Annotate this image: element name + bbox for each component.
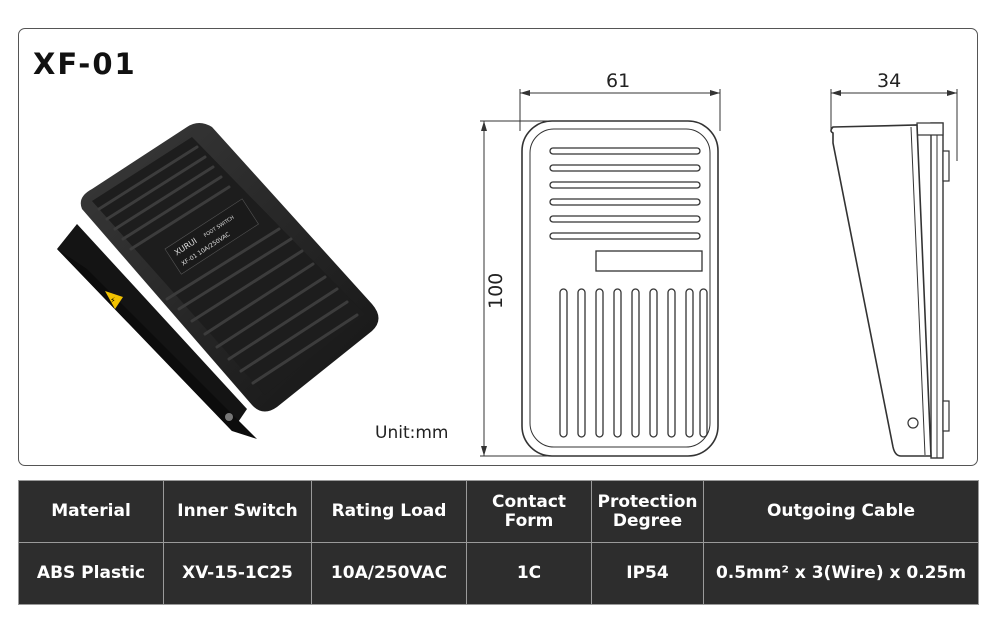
side-view-drawing: 34 (830, 70, 958, 459)
spec-value-row: ABS Plastic XV-15-1C25 10A/250VAC 1C IP5… (18, 542, 979, 605)
value-outgoing-cable: 0.5mm² x 3(Wire) x 0.25m (703, 542, 979, 605)
value-inner-switch: XV-15-1C25 (163, 542, 312, 605)
header-contact-form-line2: Form (504, 510, 554, 531)
warning-triangle-icon (105, 291, 123, 309)
header-protection-line1: Protection (597, 491, 698, 512)
value-protection: IP54 (591, 542, 704, 605)
header-material: Material (18, 480, 164, 543)
front-view-drawing: 61 100 (480, 70, 721, 457)
header-contact-form-line1: Contact (491, 491, 567, 512)
spec-header-row: Material Inner Switch Rating Load Contac… (18, 480, 979, 543)
svg-text:⚡: ⚡ (110, 296, 116, 305)
unit-label: Unit:mm (375, 423, 449, 443)
header-contact-form: Contact Form (466, 480, 592, 543)
header-inner-switch: Inner Switch (163, 480, 312, 543)
depth-dimension-text: 34 (877, 70, 901, 92)
product-diagram-frame: XF-01 (18, 28, 978, 466)
model-title: XF-01 (33, 47, 137, 81)
foot-switch-photo: XURUI FOOT SWITCH XF-01 10A/250VAC ⚡ (57, 123, 379, 439)
spec-table: Material Inner Switch Rating Load Contac… (18, 480, 979, 605)
header-protection-degree: Protection Degree (591, 480, 704, 543)
value-contact-form: 1C (466, 542, 592, 605)
value-rating-load: 10A/250VAC (311, 542, 467, 605)
value-material: ABS Plastic (18, 542, 164, 605)
header-outgoing-cable: Outgoing Cable (703, 480, 979, 543)
height-dimension-text: 100 (485, 273, 507, 309)
width-dimension-text: 61 (606, 70, 630, 92)
header-protection-line2: Degree (612, 510, 683, 531)
header-rating-load: Rating Load (311, 480, 467, 543)
